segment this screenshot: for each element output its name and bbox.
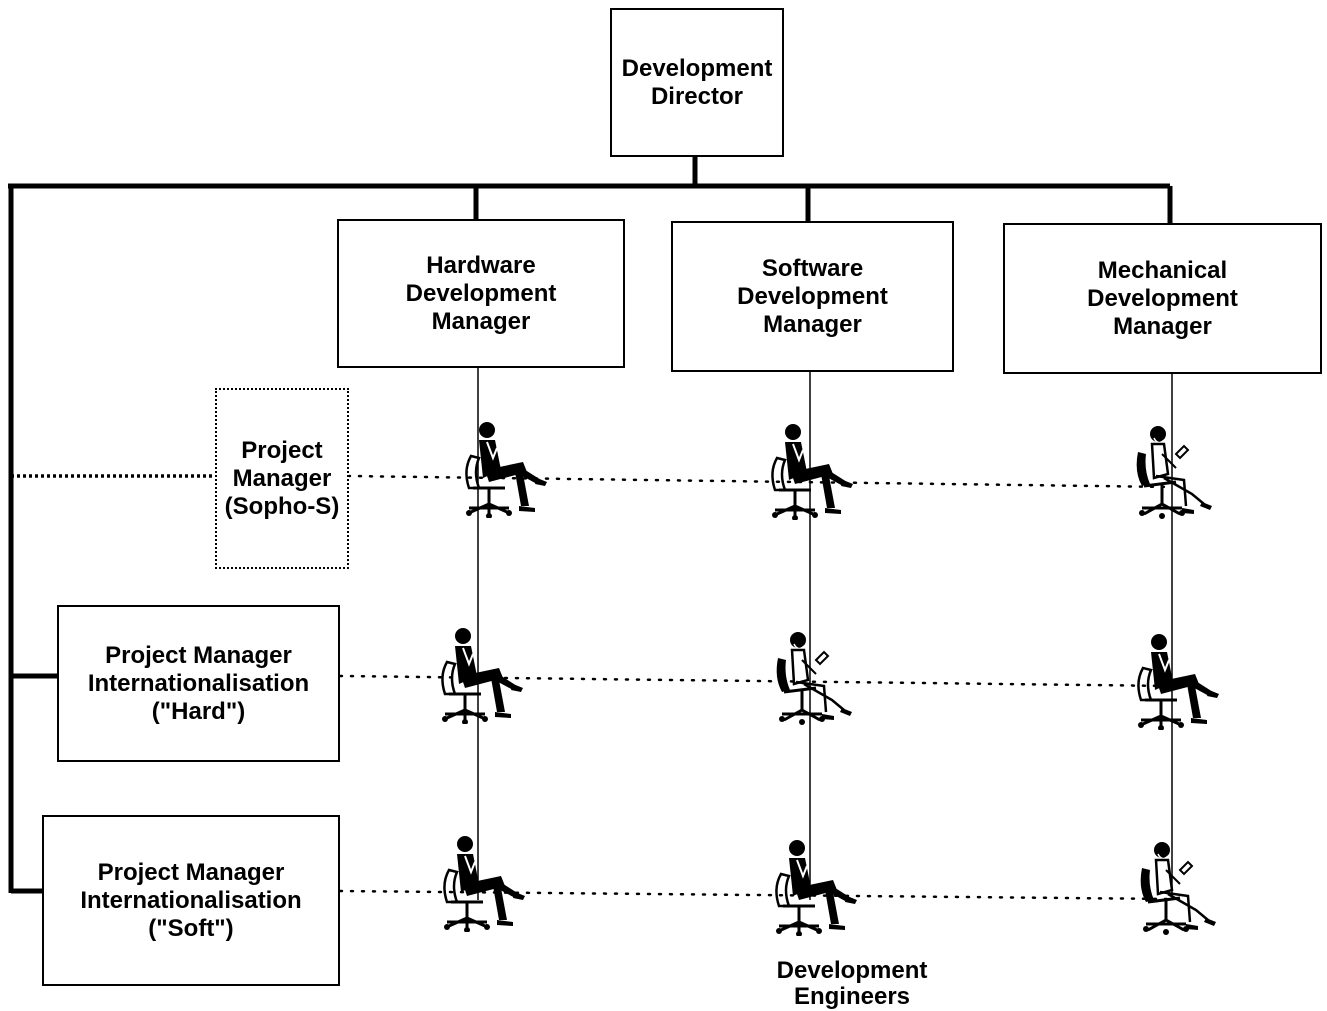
development-engineers-caption: Development Engineers bbox=[776, 957, 928, 1010]
woman-seated-icon bbox=[1139, 840, 1218, 937]
man-seated-icon bbox=[440, 626, 524, 724]
woman-seated-icon bbox=[1135, 424, 1214, 521]
man-seated-icon bbox=[774, 838, 858, 936]
manager-engineer-lines bbox=[477, 368, 1173, 900]
hardware-manager-label: Hardware Development Manager bbox=[405, 251, 557, 335]
project-manager-soft-label: Project Manager Internationalisation ("S… bbox=[80, 858, 302, 942]
project-manager-soft-box: Project Manager Internationalisation ("S… bbox=[42, 815, 340, 986]
woman-seated-icon bbox=[775, 630, 854, 727]
row-1-project-line bbox=[346, 474, 1172, 489]
mechanical-manager-box: Mechanical Development Manager bbox=[1003, 223, 1322, 374]
development-director-box: Development Director bbox=[610, 8, 784, 157]
project-manager-sopho-label: Project Manager (Sopho-S) bbox=[224, 436, 340, 520]
project-manager-hard-label: Project Manager Internationalisation ("H… bbox=[87, 641, 310, 725]
man-seated-icon bbox=[770, 422, 854, 520]
project-manager-sopho-box: Project Manager (Sopho-S) bbox=[215, 388, 349, 569]
row-3-project-line bbox=[338, 889, 1172, 901]
software-manager-box: Software Development Manager bbox=[671, 221, 954, 372]
engineer-figures bbox=[440, 420, 1220, 937]
project-lines bbox=[11, 474, 1172, 901]
man-seated-icon bbox=[442, 834, 526, 932]
development-director-label: Development Director bbox=[621, 54, 773, 110]
software-manager-label: Software Development Manager bbox=[737, 254, 888, 338]
man-seated-icon bbox=[1136, 632, 1220, 730]
hierarchy-lines bbox=[8, 157, 1173, 894]
hardware-manager-box: Hardware Development Manager bbox=[337, 219, 625, 368]
mechanical-manager-label: Mechanical Development Manager bbox=[1087, 256, 1238, 340]
project-manager-hard-box: Project Manager Internationalisation ("H… bbox=[57, 605, 340, 762]
